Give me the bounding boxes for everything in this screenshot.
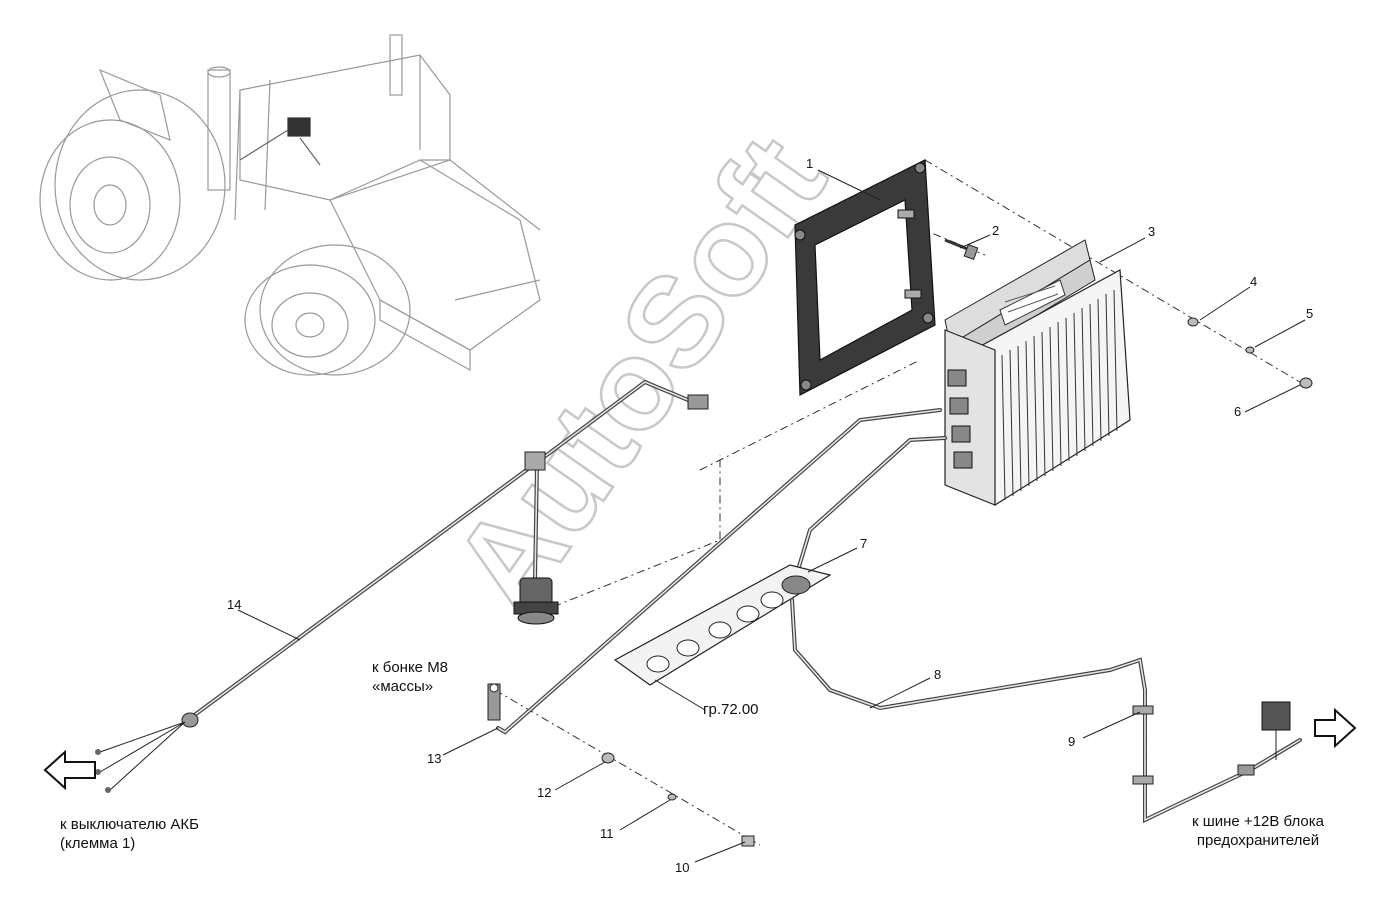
callout-11: 11 — [600, 826, 614, 841]
callout-12: 12 — [537, 785, 551, 800]
callout-10: 10 — [675, 860, 689, 875]
callout-8: 8 — [934, 667, 941, 682]
callout-13: 13 — [427, 751, 441, 766]
watermark-text: AutoSoft — [426, 111, 853, 636]
fuse-bus-caption-line1: к шине +12В блока — [1192, 813, 1324, 830]
callout-9: 9 — [1068, 734, 1075, 749]
cable-13 — [487, 408, 942, 735]
callout-5: 5 — [1306, 306, 1313, 321]
ground-caption-line2: «массы» — [372, 678, 434, 695]
fuse-bus-caption: к шине +12В блока предохранителей — [1192, 812, 1324, 850]
arrow-left-icon — [43, 749, 96, 791]
fastener-set — [1187, 317, 1313, 389]
group-ref-caption: гр.72.00 — [703, 701, 759, 718]
callout-7: 7 — [860, 536, 867, 551]
callout-3: 3 — [1148, 224, 1155, 239]
battery-caption: к выключателю АКБ (клемма 1) — [60, 815, 199, 853]
battery-caption-line2: (клемма 1) — [60, 835, 136, 852]
callout-numbers: 1 2 3 4 5 6 7 8 9 10 11 12 13 14 — [227, 156, 1313, 875]
tractor-overview — [39, 34, 541, 376]
ground-fasteners — [601, 752, 755, 847]
cable-8-9 — [790, 598, 1302, 824]
callout-14: 14 — [227, 597, 241, 612]
callout-4: 4 — [1250, 274, 1257, 289]
fuse-bus-caption-line2: предохранителей — [1196, 832, 1320, 849]
cable-to-grommet — [793, 436, 947, 582]
callout-1: 1 — [806, 156, 813, 171]
ground-caption: к бонке М8 «массы» — [372, 658, 448, 696]
ground-caption-line1: к бонке М8 — [372, 659, 449, 676]
callout-6: 6 — [1234, 404, 1241, 419]
socket-connector — [513, 577, 559, 625]
callout-2: 2 — [992, 223, 999, 238]
bolt-part — [944, 238, 979, 260]
leader-lines — [237, 169, 1306, 863]
battery-caption-line1: к выключателю АКБ — [60, 816, 200, 833]
mounting-frame — [794, 159, 936, 396]
arrow-right-icon — [1314, 707, 1357, 749]
cable-harness-14 — [95, 379, 709, 793]
bracket-plate — [613, 564, 832, 686]
converter-unit — [944, 239, 1131, 506]
